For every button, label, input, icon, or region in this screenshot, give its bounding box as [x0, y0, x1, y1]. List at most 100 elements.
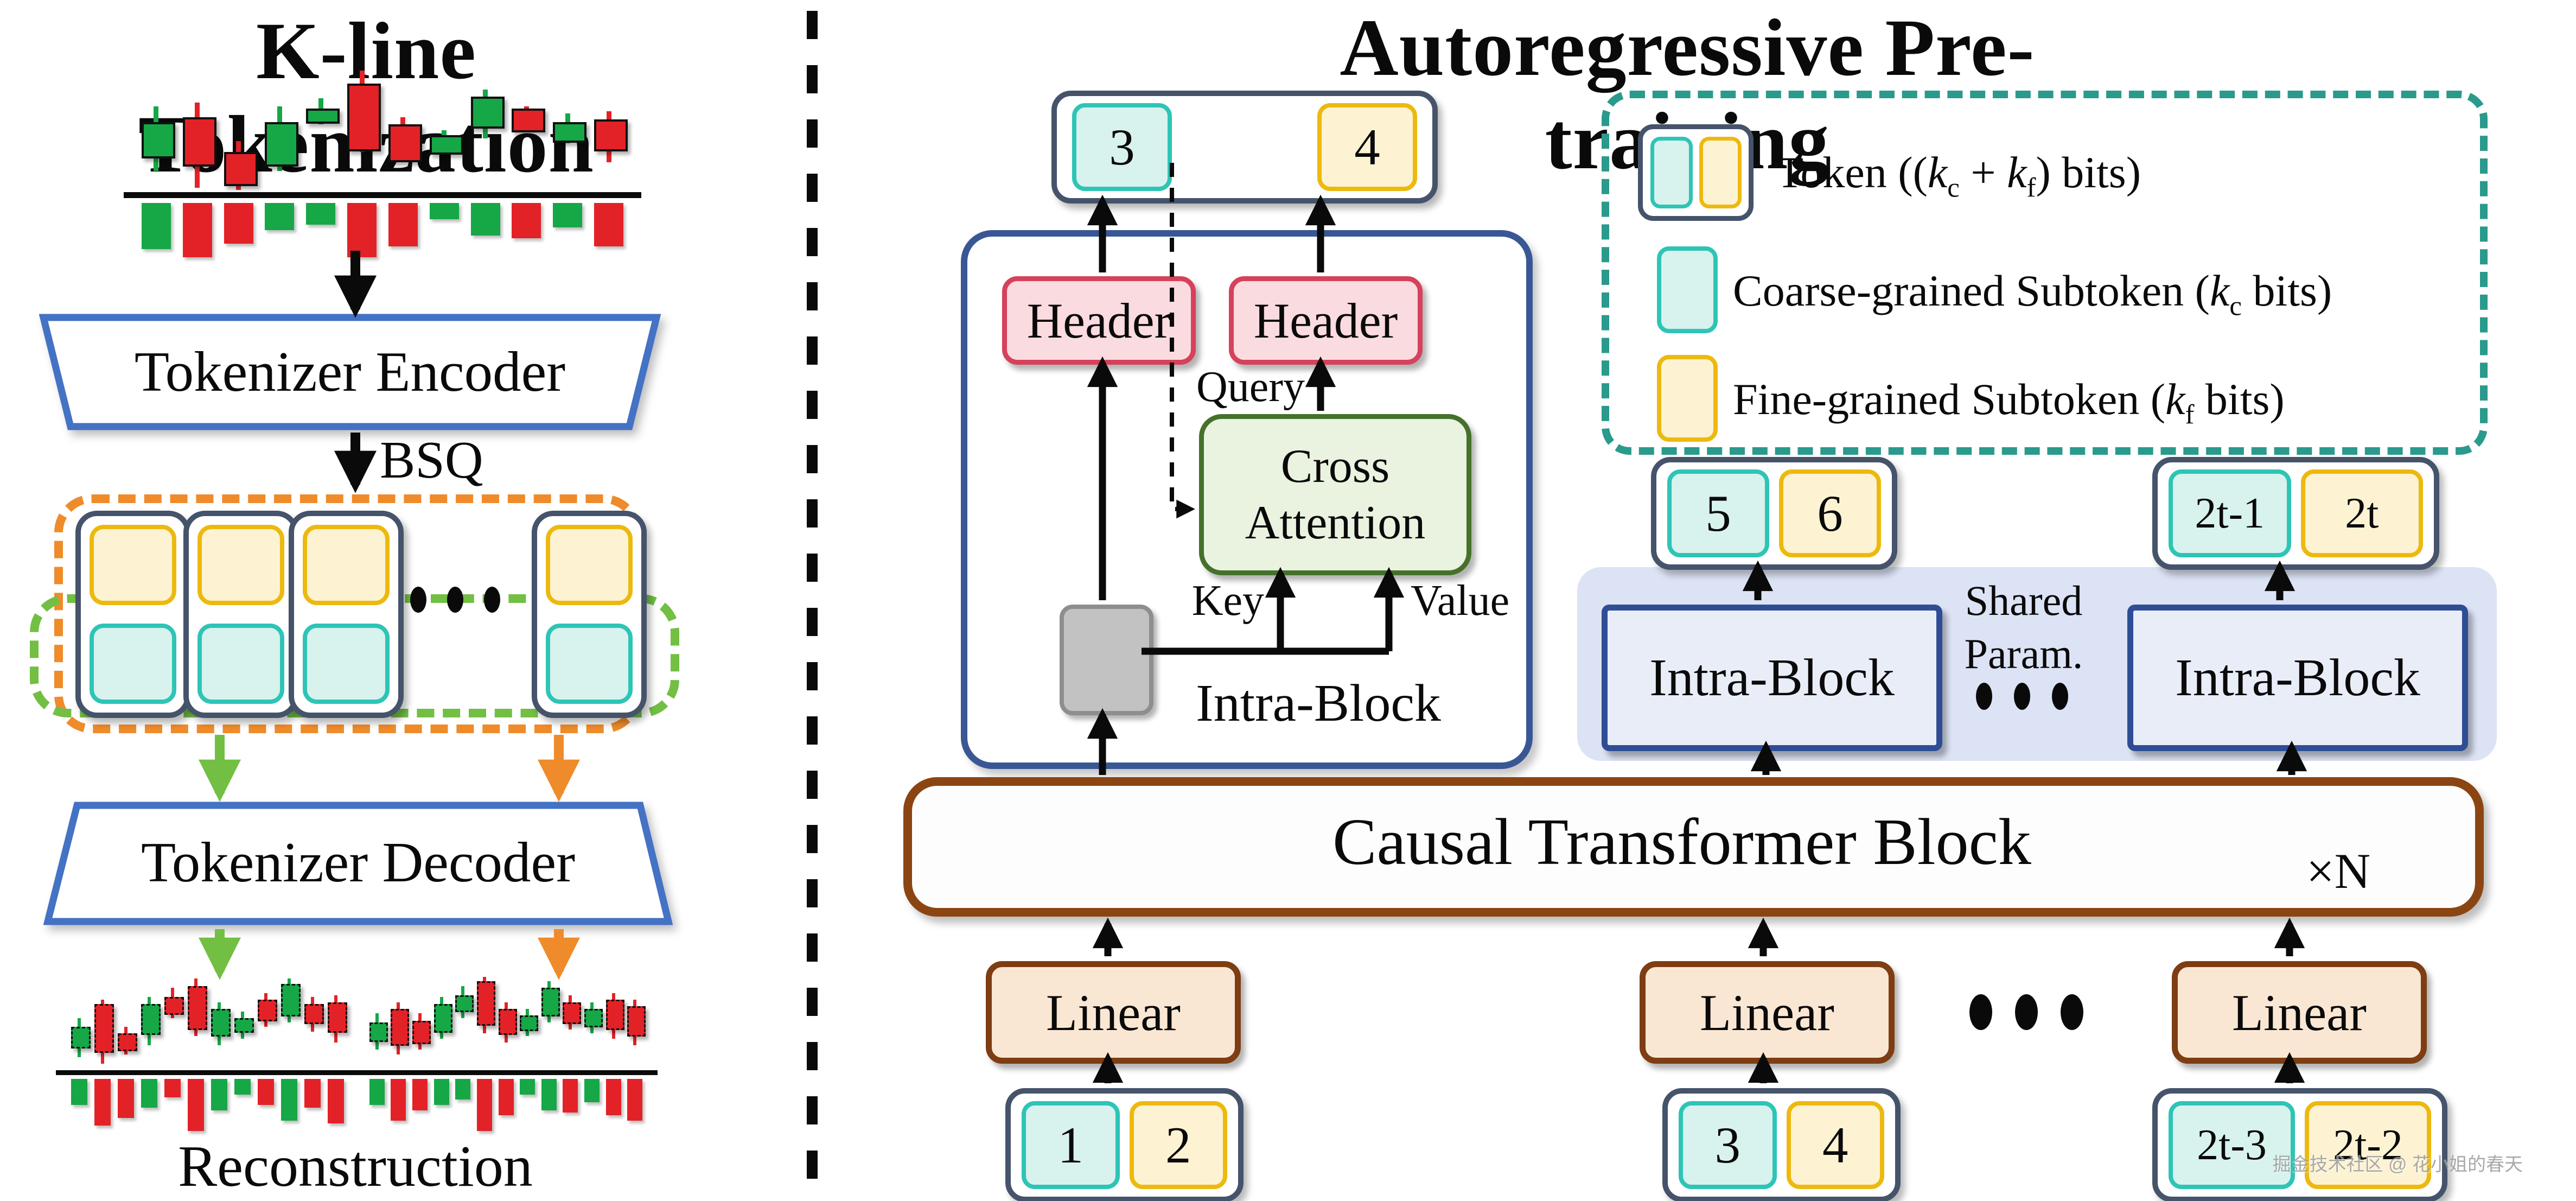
panel-divider-dashed-line — [807, 11, 818, 1191]
volume-bar — [118, 1079, 135, 1118]
ellipsis-dot — [2014, 683, 2030, 710]
candle-body — [211, 1008, 231, 1037]
repeat-count-label: ×N — [2306, 843, 2371, 899]
candle-body — [234, 1018, 254, 1033]
candle-body — [391, 1008, 410, 1046]
output-token-pair: 3 4 — [1051, 91, 1438, 204]
volume-bar — [369, 1079, 385, 1105]
volume-bar — [512, 203, 541, 238]
fine-subtoken-6: 6 — [1779, 469, 1881, 557]
intra-block-left: Intra-Block — [1602, 605, 1942, 751]
ellipsis-dot — [447, 587, 463, 613]
volume-bar — [141, 1079, 158, 1108]
cross-attention-box: Cross Attention — [1199, 414, 1471, 575]
volume-bar — [257, 1079, 274, 1105]
volume-bar — [498, 1079, 514, 1116]
coarse-subtoken-2t-1: 2t-1 — [2169, 469, 2291, 557]
candle-body — [164, 996, 184, 1015]
volume-bar — [304, 1079, 321, 1108]
shared-param-label: Shared Param. — [1964, 577, 2083, 677]
volume-bar — [541, 1079, 557, 1110]
volume-bar — [520, 1079, 535, 1095]
ellipsis-dot — [2015, 994, 2038, 1030]
candle-body — [520, 1015, 539, 1032]
volume-bar — [224, 203, 253, 244]
linear-box-2: Linear — [1640, 961, 1895, 1064]
coarse-subtoken-3b: 3 — [1679, 1101, 1777, 1189]
intra-block-caption: Intra-Block — [1196, 674, 1441, 733]
volume-bar — [391, 1079, 406, 1121]
legend-token-swatch — [1638, 124, 1754, 221]
candle-body — [265, 122, 299, 167]
volume-bar — [476, 1079, 492, 1131]
fine-subtoken-2t-2: 2t-2 — [2305, 1101, 2431, 1189]
fine-subtoken-box — [546, 525, 633, 605]
cross-attention-label: Cross Attention — [1245, 440, 1426, 549]
candle-body — [512, 109, 546, 132]
token-pair-1-2: 1 2 — [1005, 1088, 1244, 1201]
candle-body — [388, 124, 422, 162]
volume-bar — [280, 1079, 297, 1121]
volume-bar — [553, 203, 583, 227]
fine-subtoken-2: 2 — [1129, 1101, 1227, 1189]
volume-bar — [94, 1079, 111, 1126]
kline-reconstruction-right — [354, 977, 658, 1136]
token-column — [183, 511, 298, 718]
fine-subtoken-box — [303, 525, 390, 605]
candle-body — [306, 109, 340, 124]
watermark: 掘金技术社区 @ 花小姐的春天 — [2272, 1154, 2523, 1175]
legend-fine-label: Fine-grained Subtoken (kf bits) — [1733, 374, 2285, 430]
candle-body — [541, 988, 560, 1017]
fine-subtoken-box — [90, 525, 176, 605]
ellipsis-dot — [484, 587, 500, 613]
ellipsis-dot — [2052, 683, 2068, 710]
candle-body — [347, 84, 381, 151]
legend-token-label: Token ((kc + kf) bits) — [1776, 148, 2141, 203]
value-label: Value — [1411, 577, 1510, 625]
coarse-subtoken-2t-3: 2t-3 — [2169, 1101, 2295, 1189]
volume-bar — [306, 203, 336, 225]
volume-bar — [388, 203, 418, 246]
intra-block-right: Intra-Block — [2127, 605, 2468, 751]
linear-box-3: Linear — [2172, 961, 2427, 1064]
candle-body — [280, 984, 301, 1017]
candle-body — [188, 986, 208, 1031]
candle-body — [470, 97, 505, 129]
candle-body — [627, 1006, 646, 1037]
candle-body — [182, 117, 216, 167]
token-pair-2t1-2t: 2t-1 2t — [2152, 457, 2439, 570]
linear-box-1: Linear — [986, 961, 1241, 1064]
candle-body — [455, 995, 474, 1012]
fine-subtoken-4b: 4 — [1786, 1101, 1884, 1189]
volume-bar — [584, 1079, 600, 1103]
coarse-subtoken-box — [90, 624, 176, 704]
token-column — [75, 511, 190, 718]
legend-coarse-label: Coarse-grained Subtoken (kc bits) — [1733, 266, 2332, 321]
coarse-subtoken-box — [197, 624, 284, 704]
volume-bar — [563, 1079, 578, 1113]
candle-body — [369, 1022, 388, 1043]
candle-body — [327, 1002, 347, 1033]
legend-coarse-cell — [1650, 137, 1693, 208]
causal-transformer-block — [903, 777, 2484, 917]
candle-body — [605, 1000, 624, 1031]
chart-baseline — [56, 1070, 359, 1075]
candle-body — [553, 122, 587, 143]
candle-body — [257, 1000, 277, 1021]
volume-bar — [627, 1079, 643, 1121]
candle-body — [71, 1027, 91, 1049]
candle-body — [476, 981, 495, 1026]
tokenizer-decoder-label: Tokenizer Decoder — [141, 830, 576, 894]
coarse-subtoken-1: 1 — [1022, 1101, 1120, 1189]
ellipsis-dot — [1976, 683, 1992, 710]
volume-bar — [182, 203, 212, 257]
legend-coarse-swatch — [1657, 246, 1718, 333]
volume-bar — [429, 203, 459, 219]
query-label: Query — [1196, 363, 1305, 411]
ellipsis-dot — [2061, 994, 2083, 1030]
volume-bar — [470, 203, 500, 236]
token-column — [289, 511, 404, 718]
hidden-state-gray-box — [1060, 605, 1153, 715]
coarse-subtoken-3: 3 — [1072, 103, 1172, 191]
